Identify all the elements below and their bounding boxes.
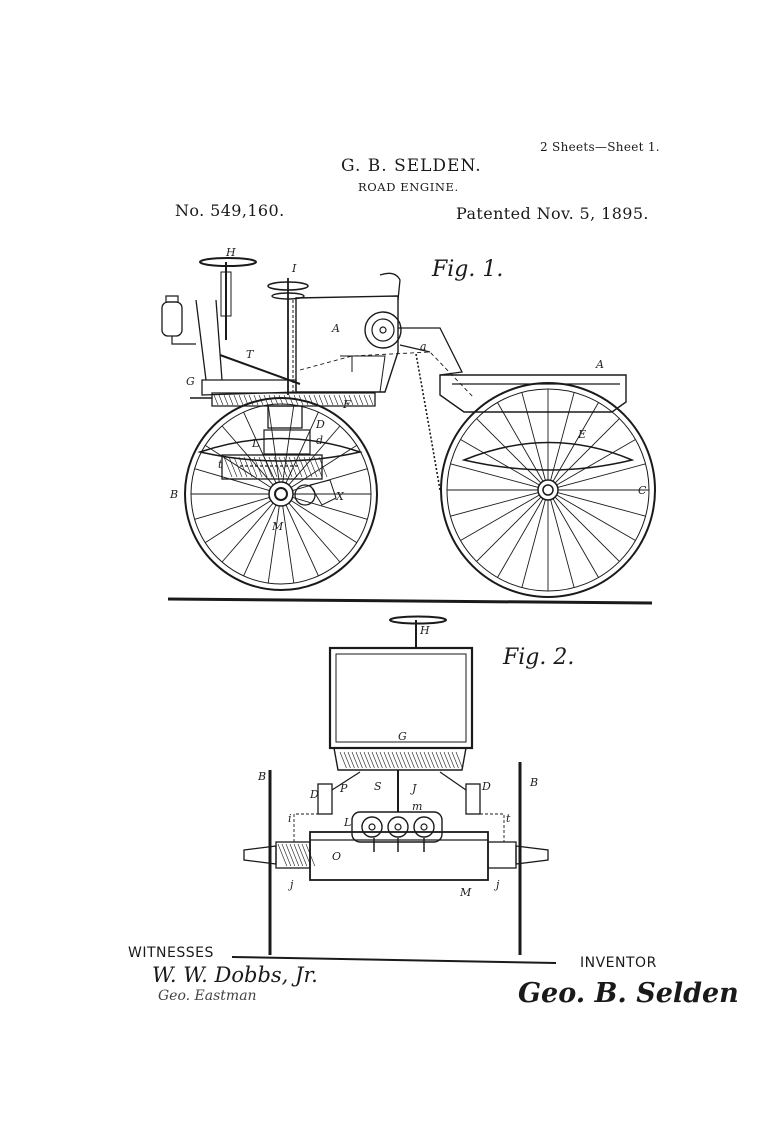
svg-text:H: H [419, 624, 430, 637]
svg-text:i: i [288, 812, 292, 825]
carriage-body [161, 272, 627, 491]
witnesses-label: WITNESSES [128, 945, 214, 961]
inventor-signature: Geo. B. Selden [518, 978, 739, 1009]
svg-text:M: M [459, 886, 472, 899]
sheet-count: 2 Sheets—Sheet 1. [540, 140, 660, 154]
patent-title: ROAD ENGINE. [358, 180, 459, 194]
svg-text:I: I [291, 262, 297, 275]
svg-text:D: D [481, 780, 491, 793]
svg-text:t: t [506, 812, 511, 825]
svg-text:O: O [332, 850, 341, 863]
svg-text:C: C [638, 484, 647, 497]
svg-text:j: j [493, 878, 500, 891]
svg-text:F: F [342, 398, 351, 411]
engine-fig1 [221, 405, 337, 506]
svg-text:B: B [529, 776, 538, 789]
svg-text:L: L [251, 437, 259, 450]
figure-2-label: Fig. 2. [503, 645, 575, 670]
svg-text:d: d [316, 434, 323, 447]
inventor-name: G. B. SELDEN. [341, 156, 482, 176]
svg-text:j: j [287, 878, 294, 891]
svg-text:T: T [246, 348, 255, 361]
svg-text:S: S [374, 780, 382, 793]
svg-text:D: D [309, 788, 319, 801]
svg-text:A: A [331, 322, 340, 335]
patent-number: No. 549,160. [175, 201, 285, 220]
svg-text:m: m [412, 800, 422, 813]
figure-2-drawing: H G B B D P S J D i L m t O j M j [231, 615, 557, 964]
svg-text:B: B [169, 488, 178, 501]
inventor-label: INVENTOR [580, 955, 657, 971]
rear-wheel [440, 382, 656, 598]
figure-1-drawing: H I A a A G T F D L d E t B X M C [161, 246, 656, 605]
svg-text:M: M [271, 520, 284, 533]
svg-text:P: P [339, 782, 348, 795]
front-wheel [184, 397, 378, 591]
svg-text:G: G [398, 730, 407, 743]
svg-text:X: X [335, 490, 345, 503]
witness-signature-1: W. W. Dobbs, Jr. [152, 963, 318, 987]
svg-text:B: B [257, 770, 266, 783]
svg-text:G: G [186, 375, 195, 388]
svg-text:a: a [420, 340, 427, 353]
figure-1-label: Fig. 1. [432, 257, 504, 282]
svg-text:t: t [218, 458, 223, 471]
svg-text:L: L [343, 816, 351, 829]
patent-date: Patented Nov. 5, 1895. [456, 204, 649, 223]
svg-text:J: J [410, 782, 417, 795]
svg-text:H: H [225, 246, 236, 259]
witness-signature-2: Geo. Eastman [158, 988, 257, 1004]
svg-text:A: A [595, 358, 604, 371]
svg-text:E: E [577, 428, 586, 441]
steering-assembly [199, 257, 309, 395]
svg-text:D: D [315, 418, 325, 431]
